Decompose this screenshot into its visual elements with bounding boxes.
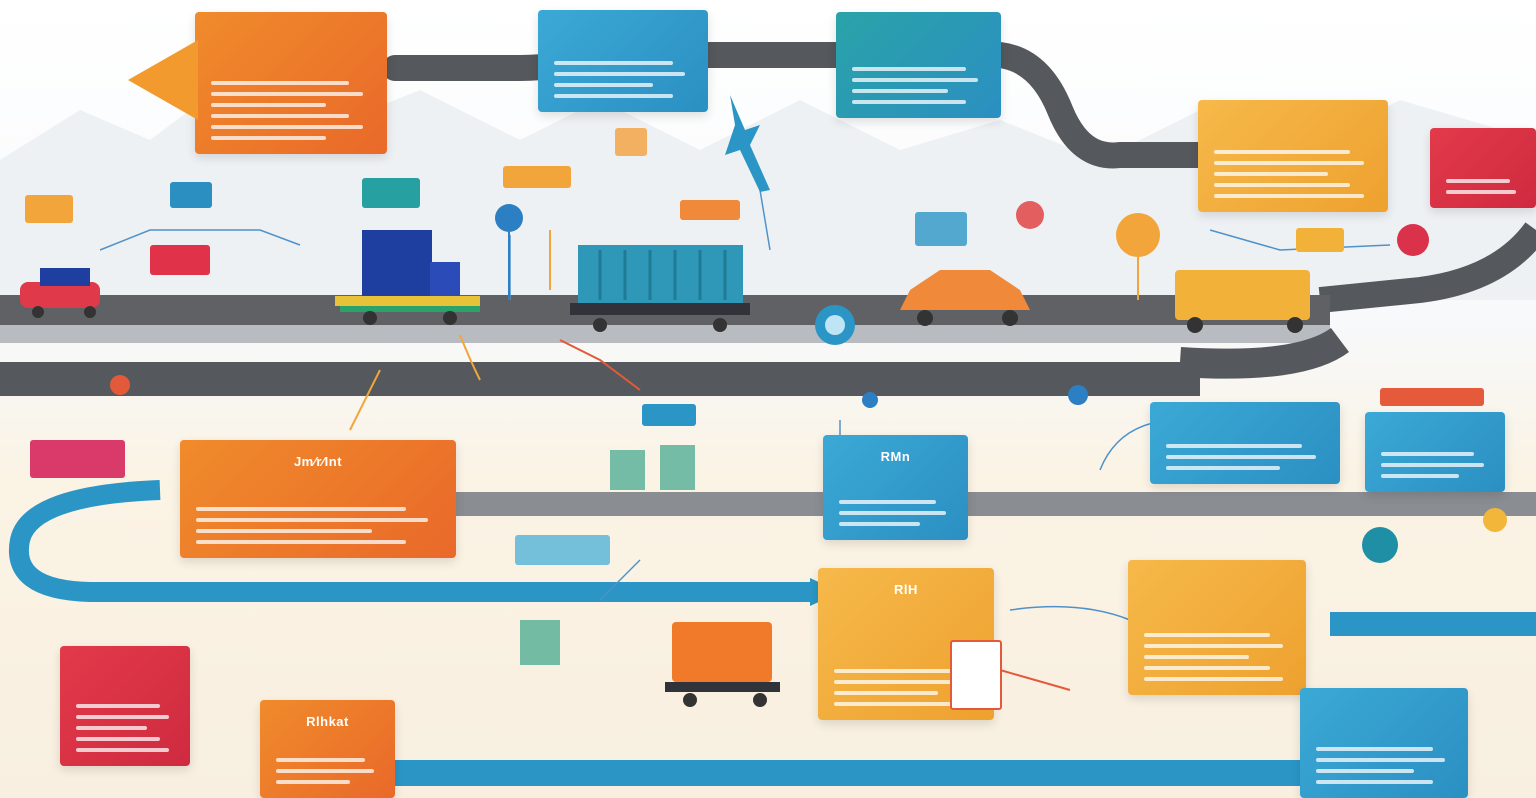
- warehouse-icon: [520, 445, 695, 665]
- truck-icon: [335, 230, 480, 325]
- truck-icon: [900, 270, 1030, 326]
- top-left-route-card: [195, 12, 387, 154]
- mid-orange-title: RlH: [894, 582, 918, 597]
- blue-return-arrow: [8, 480, 810, 602]
- right-blue-card-1: [1150, 402, 1340, 484]
- small-tag: [680, 200, 740, 220]
- right-road: [1318, 222, 1536, 313]
- highway-mid: [440, 492, 1536, 516]
- bottom-right-blue-card: [1300, 688, 1468, 798]
- bottom-left-red-card: [60, 646, 190, 766]
- small-tag: [362, 178, 420, 208]
- small-tag: [30, 440, 125, 478]
- small-tag: [615, 128, 647, 156]
- top-blue-card: [538, 10, 708, 112]
- small-tag: [503, 166, 571, 188]
- right-lower-amber-card: [1128, 560, 1306, 695]
- right-red-card: [1430, 128, 1536, 208]
- right-amber-card: [1198, 100, 1388, 212]
- airplane-icon: [725, 95, 770, 192]
- small-tag: [1296, 228, 1344, 252]
- small-tag: [25, 195, 73, 223]
- lower-orange-panel: Rlhkat: [260, 700, 395, 798]
- truck-icon: [665, 622, 780, 707]
- center-panel-title: RMn: [880, 449, 911, 464]
- highway-shoulder: [0, 325, 1330, 343]
- highway-lower: [0, 362, 1200, 396]
- small-tag: [515, 535, 610, 565]
- route-panel: Jm⁄r⁄Int: [180, 440, 456, 558]
- truck-icon: [1175, 270, 1310, 333]
- bottom-band: [380, 760, 1380, 786]
- location-pin-icon: [110, 201, 1507, 563]
- top-teal-card: [836, 12, 1001, 118]
- cargo-container-icon: [570, 245, 750, 332]
- right-band: [1330, 612, 1536, 636]
- small-tag: [950, 640, 1002, 710]
- card-arrow-icon: [128, 40, 198, 120]
- small-tag: [642, 404, 696, 426]
- small-tag: [915, 212, 967, 246]
- lower-orange-title: Rlhkat: [306, 714, 349, 729]
- highway-curve: [1179, 327, 1349, 379]
- small-tag: [150, 245, 210, 275]
- truck-icon: [20, 268, 100, 318]
- small-tag: [1380, 388, 1484, 406]
- center-blue-panel: RMn: [823, 435, 968, 540]
- small-tag: [170, 182, 212, 208]
- route-panel-title: Jm⁄r⁄Int: [293, 454, 343, 469]
- right-blue-card-2: [1365, 412, 1505, 492]
